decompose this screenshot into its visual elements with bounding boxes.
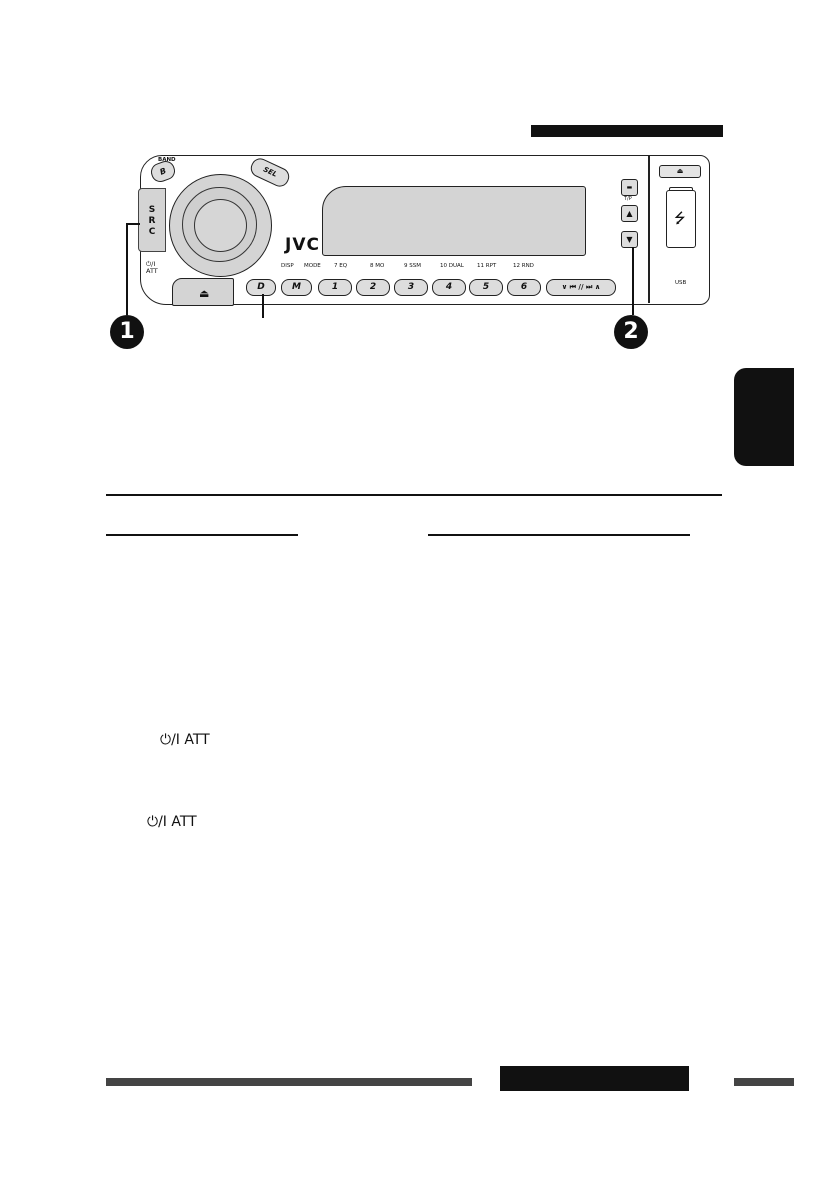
callout-2-badge: 2 xyxy=(614,315,648,349)
callout-2-line xyxy=(632,247,634,315)
footer-page-box xyxy=(500,1066,689,1091)
power-label: ⏻/I xyxy=(146,260,156,268)
func-label-rnd: 12 RND xyxy=(513,263,534,269)
att-reference-2: ⏻/I ATT xyxy=(147,814,197,830)
callout-1-line-h xyxy=(126,223,140,225)
control-dial[interactable] xyxy=(169,174,272,277)
eject-icon: ⏏ xyxy=(676,167,684,175)
func-label-mo: 8 MO xyxy=(370,263,385,269)
preset-button-5[interactable]: 5 xyxy=(469,279,503,296)
lcd-display xyxy=(322,186,586,256)
footer-bar-left xyxy=(106,1078,472,1086)
preset-button-6[interactable]: 6 xyxy=(507,279,541,296)
up-button[interactable]: ▲ xyxy=(621,205,638,222)
func-label-ssm: 9 SSM xyxy=(404,263,421,269)
right-heading-rule xyxy=(428,534,690,536)
src-letter-c: C xyxy=(148,227,156,237)
up-arrow-icon: ▲ xyxy=(626,209,633,218)
left-heading-rule xyxy=(106,534,298,536)
preset-button-1[interactable]: 1 xyxy=(318,279,352,296)
usb-icon: ⭍ xyxy=(674,211,686,227)
m-button[interactable]: M xyxy=(281,279,312,296)
header-bar xyxy=(531,125,723,137)
func-label-mode: MODE xyxy=(304,263,321,269)
callout-1-badge: 1 xyxy=(110,315,144,349)
release-icon: ⏏ xyxy=(199,287,210,300)
preset-button-3[interactable]: 3 xyxy=(394,279,428,296)
func-label-eq: 7 EQ xyxy=(334,263,348,269)
tp-label: T/P xyxy=(624,196,632,202)
down-arrow-icon: ▼ xyxy=(626,235,633,244)
brand-logo: JVC xyxy=(285,235,320,255)
d-button[interactable]: D xyxy=(246,279,276,296)
preset-button-2[interactable]: 2 xyxy=(356,279,390,296)
src-letter-s: S xyxy=(148,205,156,215)
d-button-pointer xyxy=(262,294,264,318)
func-label-rpt: 11 RPT xyxy=(477,263,497,269)
section-divider xyxy=(106,494,722,496)
panel-release-button[interactable]: ⏏ xyxy=(172,278,234,306)
func-label-dual: 10 DUAL xyxy=(440,263,464,269)
language-side-tab xyxy=(734,368,794,466)
func-label-disp: DISP xyxy=(281,263,294,269)
tp-button[interactable]: ▬ xyxy=(621,179,638,196)
power-att-label: ⏻/I ATT xyxy=(146,261,158,275)
callout-1-line xyxy=(126,223,128,315)
preset-button-4[interactable]: 4 xyxy=(432,279,466,296)
usb-label: USB xyxy=(675,280,687,286)
src-button[interactable]: S R C xyxy=(138,188,166,252)
eject-button[interactable]: ⏏ xyxy=(659,165,701,178)
detach-line xyxy=(648,155,650,303)
usb-port xyxy=(666,190,696,248)
dial-center xyxy=(194,199,247,252)
footer-bar-right xyxy=(734,1078,794,1086)
src-letter-r: R xyxy=(148,216,156,226)
att-label: ATT xyxy=(146,267,158,275)
down-button[interactable]: ▼ xyxy=(621,231,638,248)
skip-button[interactable]: ∨ ⏮ // ⏭ ∧ xyxy=(546,279,616,296)
att-reference-1: ⏻/I ATT xyxy=(160,732,210,748)
